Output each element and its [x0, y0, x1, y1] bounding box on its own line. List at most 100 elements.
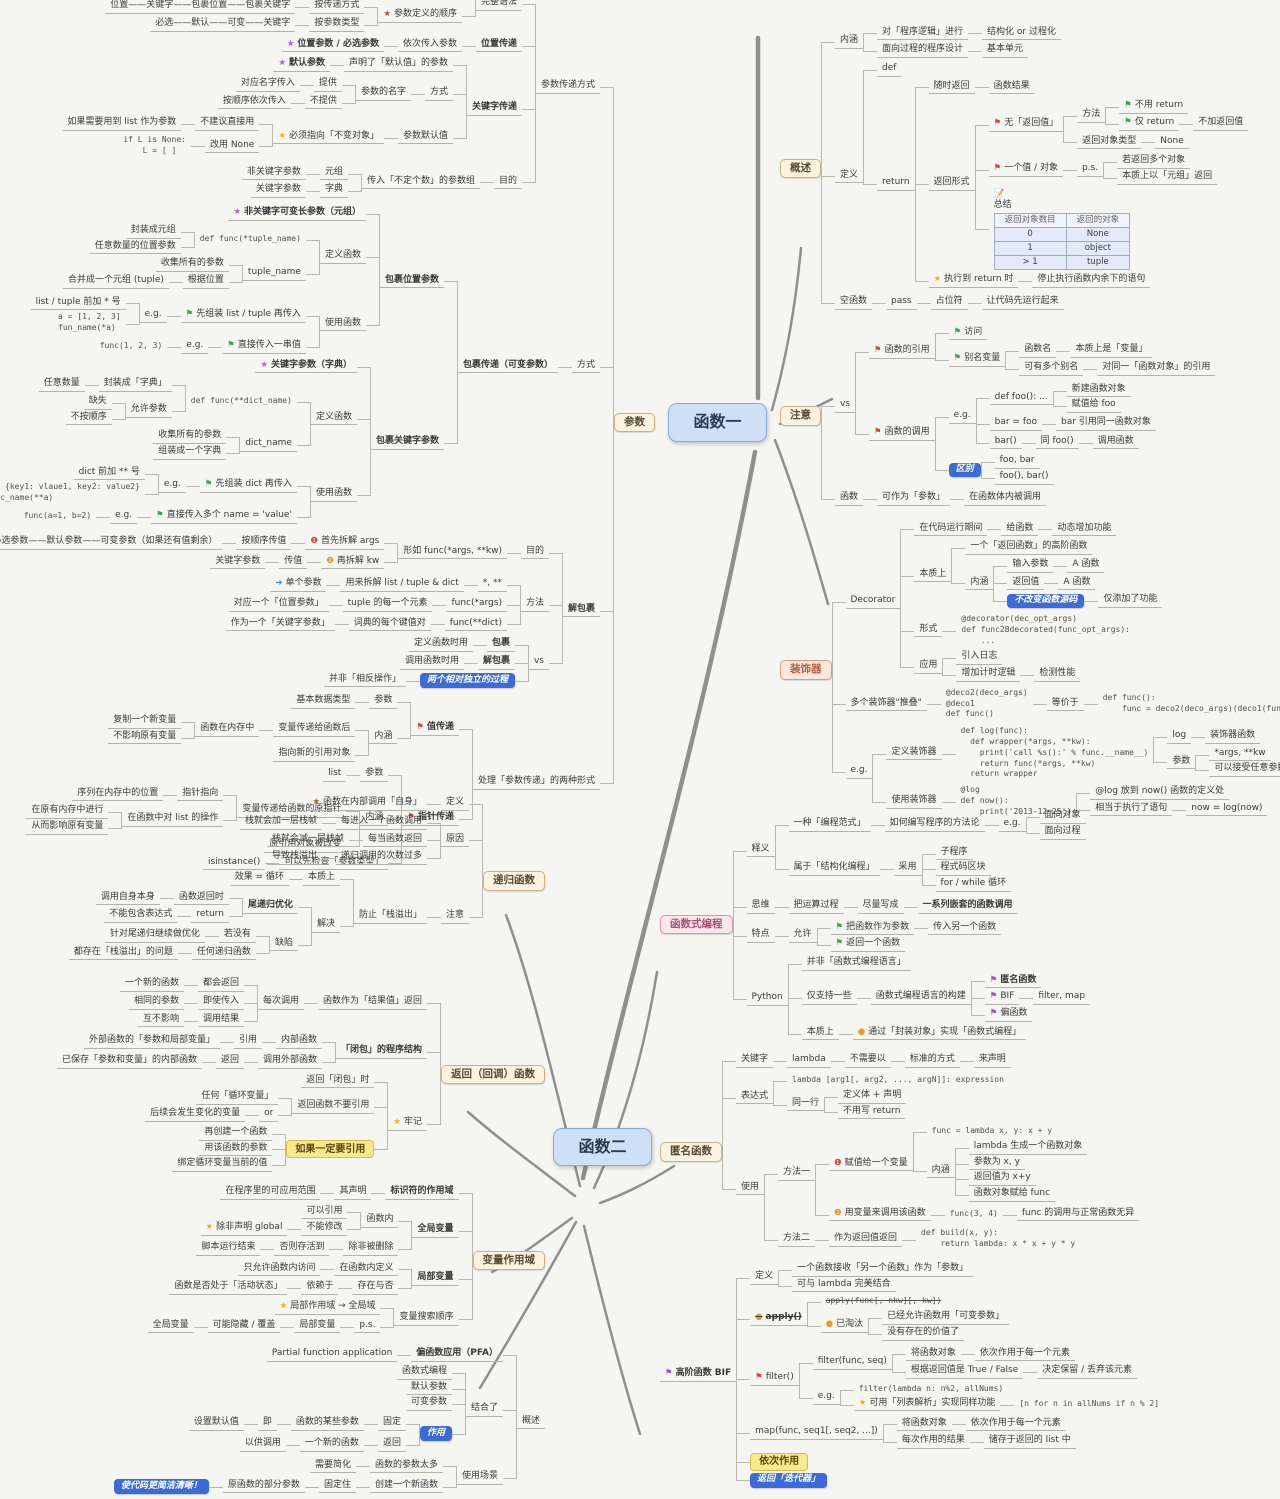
- node[interactable]: A 函数: [1067, 559, 1104, 573]
- node[interactable]: return: [877, 177, 915, 191]
- node[interactable]: ⚑匿名函数: [985, 975, 1042, 989]
- node[interactable]: 外部函数的「参数和局部变量」: [84, 1035, 220, 1049]
- node[interactable]: 表达式: [736, 1091, 773, 1105]
- node[interactable]: ⚑filter(): [750, 1372, 799, 1386]
- node[interactable]: 如果需要用到 list 作为参数: [62, 117, 181, 131]
- node[interactable]: e.g.: [140, 309, 167, 323]
- node[interactable]: func 的调用与正常函数无异: [1017, 1208, 1139, 1222]
- node[interactable]: 返回形式: [929, 177, 975, 191]
- node[interactable]: 返回函数不要引用: [292, 1100, 374, 1114]
- node[interactable]: 合并成一个元组 (tuple): [63, 275, 169, 289]
- node[interactable]: 依次作用于每一个元素: [966, 1418, 1066, 1432]
- node[interactable]: ⚑先组装 list / tuple 再传入: [181, 309, 306, 323]
- node[interactable]: 函数名: [1019, 344, 1056, 358]
- node[interactable]: ⚑函数的调用: [869, 427, 935, 441]
- node[interactable]: 使用: [736, 1182, 764, 1196]
- node[interactable]: 调用函数: [1093, 436, 1139, 450]
- node[interactable]: 参数: [360, 768, 388, 782]
- node[interactable]: 需要简化: [310, 1460, 356, 1474]
- node[interactable]: 组装成一个字典: [153, 446, 226, 460]
- node[interactable]: ●已淘汰: [821, 1319, 868, 1333]
- node[interactable]: 在函数体内被调用: [964, 492, 1046, 506]
- central-topic-2[interactable]: 函数二: [553, 1128, 651, 1167]
- node[interactable]: 动态增加功能: [1052, 523, 1116, 537]
- node[interactable]: 变量传递给函数后: [273, 723, 355, 737]
- node[interactable]: for / while 循环: [936, 878, 1012, 892]
- node[interactable]: 内涵: [369, 731, 397, 745]
- node[interactable]: foo(), bar(): [995, 471, 1054, 485]
- node[interactable]: e.g.: [949, 410, 976, 424]
- node[interactable]: 不用写 return: [838, 1106, 905, 1120]
- node[interactable]: 将函数对象: [897, 1418, 952, 1432]
- node[interactable]: 定义体 + 声明: [838, 1090, 906, 1104]
- node[interactable]: 收集所有的参数: [156, 258, 229, 272]
- node[interactable]: 形如 func(*args, **kw): [398, 546, 507, 560]
- node[interactable]: 变量搜索顺序: [394, 1312, 458, 1326]
- node[interactable]: 函数式编程: [397, 1366, 452, 1380]
- node[interactable]: 占位符: [931, 296, 968, 310]
- node[interactable]: ★非关键字可变长参数（元组）: [228, 207, 366, 221]
- node[interactable]: 按顺序传值: [236, 536, 291, 550]
- node[interactable]: p.s.: [354, 1320, 380, 1334]
- node[interactable]: 每当函数返回: [363, 834, 427, 848]
- node[interactable]: lambda 生成一个函数对象: [969, 1141, 1088, 1155]
- node[interactable]: 不影响原有变量: [108, 731, 181, 745]
- node[interactable]: 目的: [494, 176, 522, 190]
- node[interactable]: 位置传递: [476, 39, 522, 53]
- node[interactable]: ⚑不用 return: [1119, 100, 1188, 114]
- node[interactable]: ⚑返回一个函数: [831, 938, 906, 952]
- node[interactable]: 可与 lambda 完美结合: [792, 1279, 895, 1293]
- node[interactable]: 等价于: [1047, 698, 1084, 712]
- node[interactable]: e.g.: [999, 818, 1026, 832]
- node[interactable]: 本质上: [914, 569, 951, 583]
- node[interactable]: 包裹位置参数: [380, 275, 444, 289]
- node[interactable]: 完整语法: [476, 0, 522, 11]
- node[interactable]: 允许: [789, 929, 817, 943]
- node[interactable]: filter(lambda n: n%2, allNums): [854, 1384, 1009, 1396]
- branch-higher-order[interactable]: ⚑高阶函数 BIF: [660, 1368, 736, 1382]
- node[interactable]: ⚑值传递: [411, 722, 459, 736]
- node[interactable]: 根据位置: [183, 275, 229, 289]
- node[interactable]: func = lambda x, y: x + y: [927, 1126, 1057, 1138]
- node[interactable]: @decorator(dec_opt_args) def func2Bdecor…: [956, 614, 1135, 647]
- node[interactable]: @log 放到 now() 函数的定义处: [1090, 786, 1229, 800]
- node[interactable]: 形式: [914, 624, 942, 638]
- node[interactable]: 解包裹: [478, 656, 515, 670]
- node[interactable]: 允许参数: [126, 404, 172, 418]
- node[interactable]: 针对尾递归继续做优化: [105, 929, 205, 943]
- node[interactable]: 如果一定要引用: [286, 1140, 374, 1158]
- node[interactable]: 对应名字传入: [236, 78, 300, 92]
- node[interactable]: 收集所有的参数: [153, 430, 226, 444]
- node[interactable]: 方法二: [778, 1233, 815, 1247]
- node[interactable]: 函数式编程语言的构建: [871, 991, 971, 1005]
- node[interactable]: 按参数类型: [309, 18, 364, 32]
- node[interactable]: 脚本运行结束: [196, 1242, 260, 1256]
- node[interactable]: 函数: [835, 492, 863, 506]
- node[interactable]: 后续会发生变化的变量: [145, 1108, 245, 1122]
- node[interactable]: 不改变函数源码: [1007, 594, 1084, 609]
- node[interactable]: 子程序: [936, 847, 973, 861]
- node[interactable]: 处理「参数传递」的两种形式: [473, 776, 600, 790]
- node[interactable]: 元组: [320, 167, 348, 181]
- node[interactable]: 空函数: [835, 296, 872, 310]
- node[interactable]: 定义: [441, 797, 469, 811]
- node[interactable]: 函数的某些参数: [291, 1417, 364, 1431]
- node[interactable]: dict_name: [240, 438, 297, 452]
- node[interactable]: 若返回多个对象: [1117, 155, 1190, 169]
- node[interactable]: apply(func[, nkw][, kw]): [821, 1296, 947, 1308]
- node[interactable]: 在代码运行期间: [914, 523, 987, 537]
- node[interactable]: 栈就会减一层栈帧: [267, 834, 349, 848]
- node[interactable]: 释义: [747, 844, 775, 858]
- node[interactable]: ●apply(): [750, 1312, 807, 1326]
- node[interactable]: 标识符的作用域: [385, 1186, 458, 1200]
- node[interactable]: ★参数定义的顺序: [378, 9, 462, 23]
- node[interactable]: 一系列嵌套的函数调用: [918, 900, 1018, 914]
- node[interactable]: 必选——默认——可变——关键字: [150, 18, 295, 32]
- node[interactable]: 每次调用: [258, 996, 304, 1010]
- node[interactable]: 任何递归函数: [192, 947, 256, 961]
- node[interactable]: 任意数量的位置参数: [90, 241, 181, 255]
- node[interactable]: 对同一「函数对象」的引用: [1097, 362, 1215, 376]
- node[interactable]: 返回: [378, 1438, 406, 1452]
- node[interactable]: 让代码先运行起来: [982, 296, 1064, 310]
- node[interactable]: if L is None: L = [ ]: [118, 135, 191, 158]
